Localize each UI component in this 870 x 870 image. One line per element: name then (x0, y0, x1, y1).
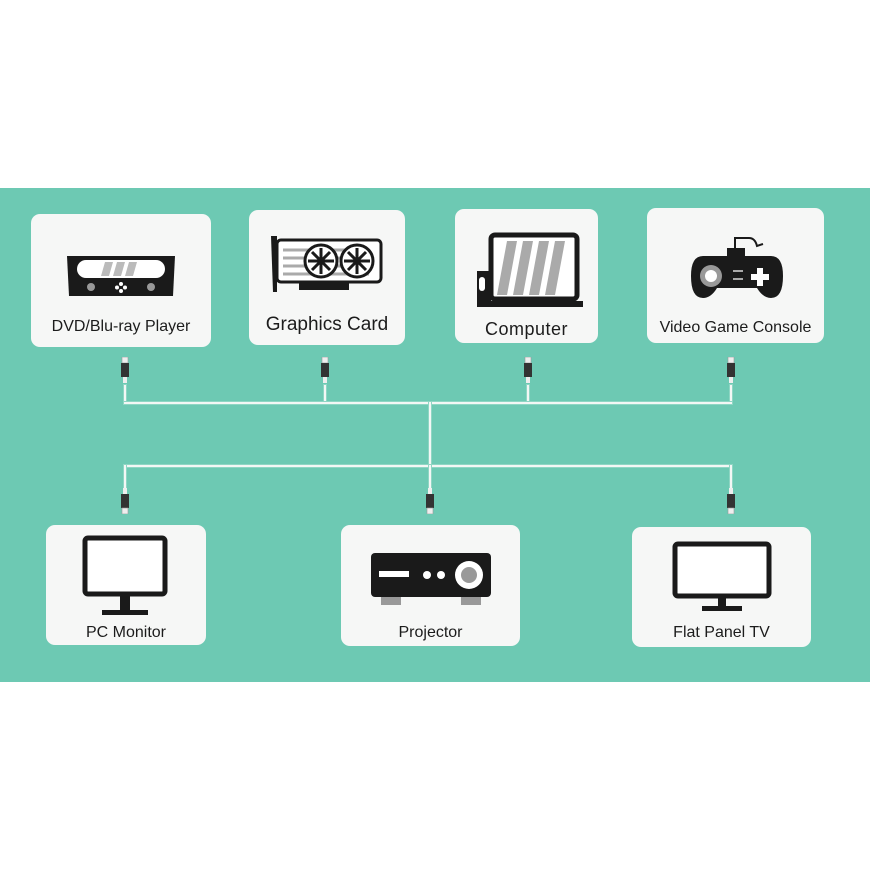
cable-line (429, 402, 431, 466)
hdmi-plug-icon (321, 357, 329, 383)
display-card-flat-panel-tv: Flat Panel TV (632, 527, 811, 647)
source-card-dvd-player: DVD/Blu-ray Player (31, 214, 211, 347)
laptop-icon (477, 232, 583, 307)
source-label: Graphics Card (265, 314, 389, 335)
source-label: Video Game Console (659, 319, 812, 336)
hdmi-plug-icon (426, 488, 434, 514)
graphics-card-icon (271, 236, 383, 292)
cable-line (124, 465, 732, 467)
cable-line (124, 385, 126, 403)
source-label: DVD/Blu-ray Player (51, 318, 191, 335)
tv-icon (672, 541, 772, 611)
display-label: Projector (398, 624, 463, 641)
hdmi-plug-icon (727, 357, 735, 383)
cable-line (429, 465, 431, 489)
source-label: Computer (484, 319, 569, 339)
display-label: Flat Panel TV (673, 624, 770, 641)
disc-player-icon (67, 256, 175, 296)
hdmi-plug-icon (524, 357, 532, 383)
display-card-projector: Projector (341, 525, 520, 646)
monitor-icon (82, 535, 168, 615)
projector-icon (371, 553, 491, 605)
gamepad-icon (691, 237, 783, 298)
cable-line (527, 385, 529, 403)
cable-line (730, 385, 732, 403)
cable-line (124, 465, 126, 489)
hdmi-plug-icon (121, 357, 129, 383)
source-card-computer: Computer (455, 209, 598, 343)
display-card-pc-monitor: PC Monitor (46, 525, 206, 645)
hdmi-plug-icon (727, 488, 735, 514)
cable-line (324, 385, 326, 403)
cable-line (730, 465, 732, 489)
display-label: PC Monitor (85, 624, 167, 641)
cable-line (124, 402, 732, 404)
source-card-graphics-card: Graphics Card (249, 210, 405, 345)
hdmi-plug-icon (121, 488, 129, 514)
source-card-game-console: Video Game Console (647, 208, 824, 343)
